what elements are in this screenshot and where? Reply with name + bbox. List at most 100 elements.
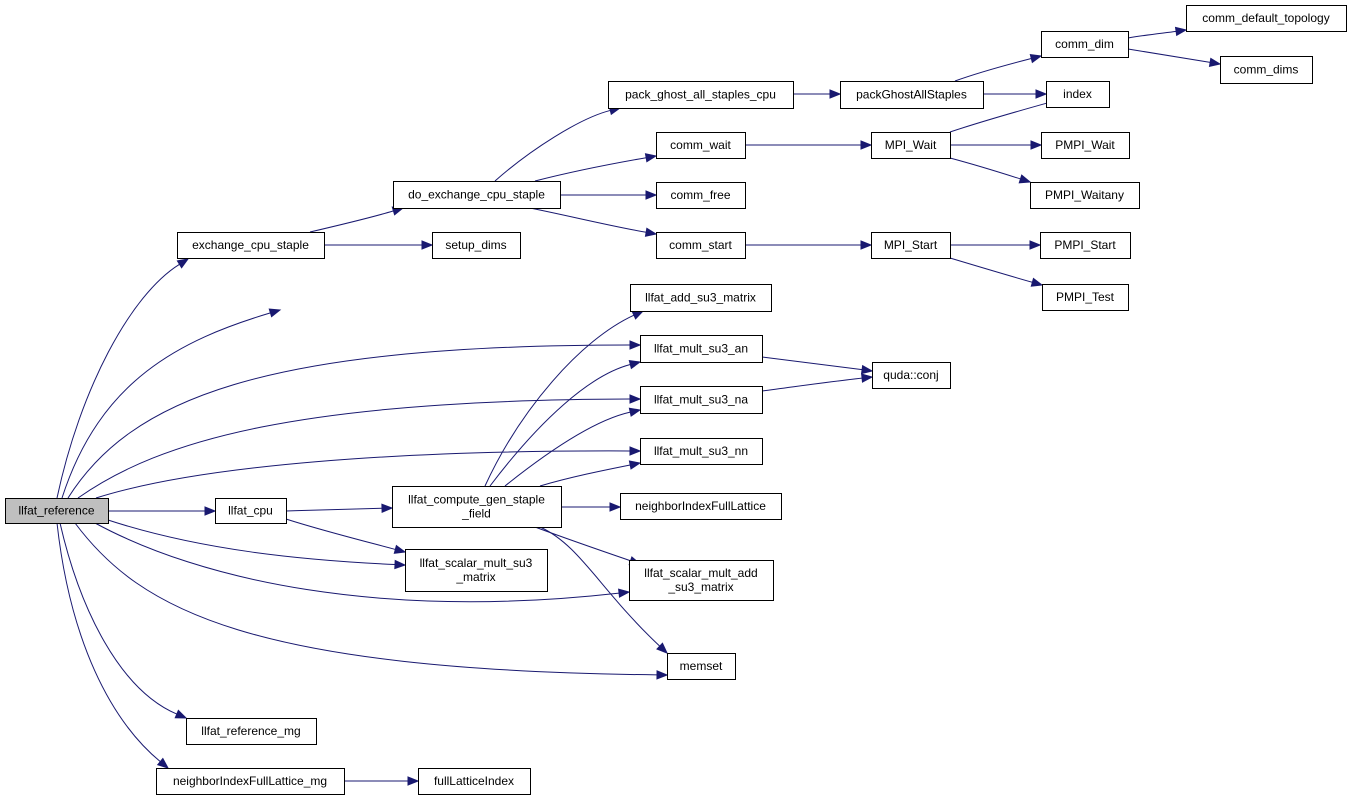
- edge-llfat_reference-to-memset: [74, 522, 669, 680]
- edge-line: [107, 519, 396, 566]
- node-comm_default_topology[interactable]: comm_default_topology: [1186, 5, 1347, 32]
- node-quda_conj[interactable]: quda::conj: [872, 362, 951, 389]
- node-box: [418, 768, 531, 795]
- edge-MPI_Wait-to-PMPI_Waitany: [949, 157, 1032, 184]
- node-llfat_add_su3_matrix[interactable]: llfat_add_su3_matrix: [630, 284, 772, 312]
- node-comm_free[interactable]: comm_free: [656, 182, 746, 209]
- node-MPI_Start[interactable]: MPI_Start: [871, 232, 951, 259]
- arrow-head-icon: [829, 89, 842, 99]
- arrow-head-icon: [860, 364, 874, 375]
- edge-line: [285, 507, 383, 512]
- node-comm_start[interactable]: comm_start: [656, 232, 746, 259]
- arrow-head-icon: [176, 258, 190, 269]
- edge-do_exchange_cpu_staple-to-pack_ghost_all_staples_cpu: [494, 105, 622, 182]
- node-PMPI_Start[interactable]: PMPI_Start: [1040, 232, 1131, 259]
- node-label: fullLatticeIndex: [434, 774, 514, 788]
- node-label: llfat_reference_mg: [201, 724, 300, 738]
- node-label: memset: [680, 659, 723, 673]
- node-label: do_exchange_cpu_staple: [408, 188, 545, 202]
- edge-exchange_cpu_staple-to-do_exchange_cpu_staple: [309, 206, 405, 233]
- node-exchange_cpu_staple[interactable]: exchange_cpu_staple: [177, 232, 325, 259]
- node-label: comm_wait: [670, 138, 731, 152]
- node-label: quda::conj: [883, 368, 938, 382]
- arrow-head-icon: [618, 588, 631, 598]
- edge-line: [949, 157, 1021, 180]
- edge-llfat_compute_gen_staple_field-to-llfat_mult_su3_an: [489, 360, 642, 487]
- edge-llfat_reference-to-llfat_reference_mg: [59, 522, 188, 719]
- node-pack_ghost_all_staples_cpu[interactable]: pack_ghost_all_staples_cpu: [608, 81, 794, 109]
- edge-line: [529, 207, 647, 233]
- node-llfat_scalar_mult_su3_matrix[interactable]: llfat_scalar_mult_su3_matrix: [405, 549, 548, 592]
- edge-comm_dim-to-comm_dims: [1127, 48, 1222, 67]
- node-memset[interactable]: memset: [667, 653, 736, 680]
- edge-llfat_reference-to-llfat_cpu: [108, 506, 217, 516]
- arrow-head-icon: [656, 642, 668, 654]
- node-box: [630, 284, 772, 312]
- node-box: [177, 232, 325, 259]
- edge-line: [954, 58, 1032, 82]
- node-setup_dims[interactable]: setup_dims: [432, 232, 521, 259]
- node-label: comm_free: [670, 188, 730, 202]
- node-llfat_mult_su3_an[interactable]: llfat_mult_su3_an: [640, 335, 763, 363]
- arrow-head-icon: [644, 227, 658, 237]
- node-fullLatticeIndex[interactable]: fullLatticeIndex: [418, 768, 531, 795]
- edge-llfat_compute_gen_staple_field-to-llfat_add_su3_matrix: [484, 310, 645, 487]
- node-label: neighborIndexFullLattice: [635, 499, 766, 513]
- node-MPI_Wait[interactable]: MPI_Wait: [871, 132, 951, 159]
- edge-llfat_mult_su3_na-to-quda_conj: [761, 373, 874, 392]
- node-do_exchange_cpu_staple[interactable]: do_exchange_cpu_staple: [393, 181, 561, 209]
- node-comm_dim[interactable]: comm_dim: [1041, 31, 1129, 58]
- node-label: PMPI_Start: [1054, 238, 1116, 252]
- node-box: [5, 498, 109, 524]
- node-llfat_mult_su3_nn[interactable]: llfat_mult_su3_nn: [640, 438, 763, 465]
- node-index[interactable]: index: [1046, 81, 1110, 108]
- node-llfat_reference_mg[interactable]: llfat_reference_mg: [186, 718, 317, 745]
- node-comm_wait[interactable]: comm_wait: [656, 132, 746, 159]
- node-label: llfat_mult_su3_na: [654, 393, 748, 407]
- node-comm_dims[interactable]: comm_dims: [1220, 56, 1313, 84]
- arrow-head-icon: [1029, 240, 1042, 250]
- node-box: [872, 362, 951, 389]
- arrow-head-icon: [1035, 89, 1048, 99]
- node-label: comm_dims: [1234, 63, 1299, 77]
- edge-line: [74, 522, 658, 676]
- node-label: llfat_compute_gen_staple: [408, 493, 545, 507]
- node-box: [1186, 5, 1347, 32]
- edge-line: [534, 157, 647, 182]
- arrow-head-icon: [860, 240, 873, 250]
- node-neighborIndexFullLattice[interactable]: neighborIndexFullLattice: [620, 493, 782, 520]
- node-label: llfat_add_su3_matrix: [645, 291, 756, 305]
- edge-llfat_reference-to-llfat_mult_su3_an: [67, 340, 642, 499]
- node-box: [1040, 232, 1131, 259]
- node-llfat_mult_su3_na[interactable]: llfat_mult_su3_na: [640, 386, 763, 414]
- edge-line: [949, 257, 1033, 283]
- node-box: [215, 498, 287, 524]
- arrow-head-icon: [393, 544, 407, 554]
- node-label: llfat_reference: [18, 504, 94, 518]
- node-llfat_scalar_mult_add_su3_matrix[interactable]: llfat_scalar_mult_add_su3_matrix: [629, 560, 774, 601]
- node-box: [640, 386, 763, 414]
- edge-line: [285, 518, 396, 550]
- node-packGhostAllStaples[interactable]: packGhostAllStaples: [840, 81, 984, 109]
- nodes-layer: llfat_reference exchange_cpu_staple do_exc…: [5, 5, 1347, 795]
- node-llfat_cpu[interactable]: llfat_cpu: [215, 498, 287, 524]
- node-llfat_reference[interactable]: llfat_reference: [5, 498, 109, 524]
- edge-MPI_Wait-to-PMPI_Wait: [950, 140, 1043, 150]
- node-box: [640, 438, 763, 465]
- node-box: [656, 132, 746, 159]
- node-PMPI_Test[interactable]: PMPI_Test: [1042, 284, 1129, 311]
- arrow-head-icon: [1208, 57, 1222, 67]
- node-box: [186, 718, 317, 745]
- node-label: _su3_matrix: [667, 580, 733, 594]
- node-neighborIndexFullLattice_mg[interactable]: neighborIndexFullLattice_mg: [156, 768, 345, 795]
- node-PMPI_Wait[interactable]: PMPI_Wait: [1041, 132, 1130, 159]
- node-PMPI_Waitany[interactable]: PMPI_Waitany: [1030, 182, 1140, 209]
- edge-line: [56, 522, 161, 763]
- node-box: [1041, 31, 1129, 58]
- node-llfat_compute_gen_staple_field[interactable]: llfat_compute_gen_staple_field: [392, 486, 562, 528]
- arrow-head-icon: [860, 140, 873, 150]
- arrow-head-icon: [421, 240, 434, 250]
- node-box: [656, 182, 746, 209]
- node-box: [1041, 132, 1130, 159]
